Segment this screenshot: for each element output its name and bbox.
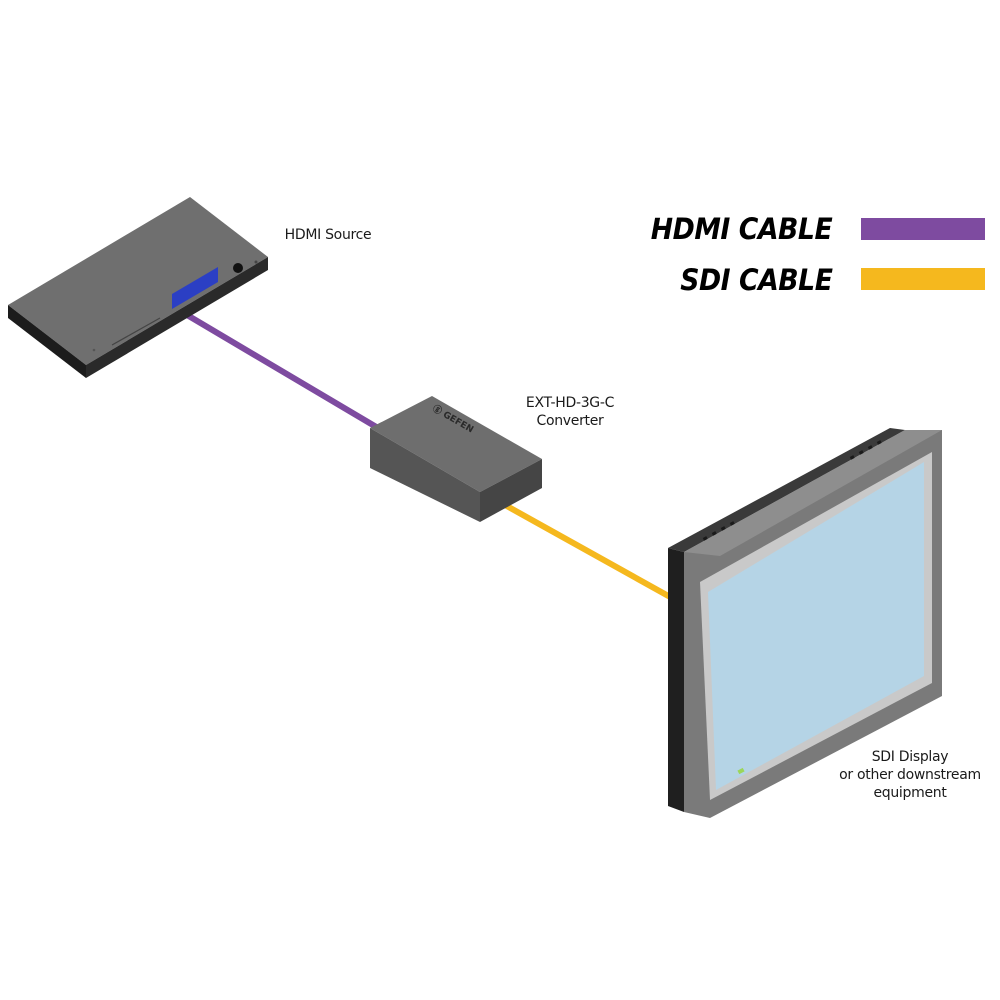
legend-hdmi-swatch: [861, 218, 985, 240]
display-label-line1: SDI Display: [871, 749, 949, 765]
legend-hdmi-label: HDMI CABLE: [650, 212, 833, 246]
display-label-line3: equipment: [873, 785, 947, 801]
display-screen: [708, 462, 924, 790]
converter-model: EXT-HD-3G-C: [525, 395, 615, 411]
source-display-panel: [172, 267, 218, 309]
sdi-cable: [502, 502, 675, 601]
hdmi-cable: [179, 309, 381, 431]
converter-label: EXT-HD-3G-C Converter: [500, 394, 640, 430]
legend-sdi-label: SDI CABLE: [679, 263, 833, 297]
legend-sdi-swatch: [861, 268, 985, 290]
display-label: SDI Display or other downstream equipmen…: [820, 748, 1000, 802]
converter-type: Converter: [536, 413, 604, 429]
power-led: [737, 767, 745, 775]
hdmi-source-label: HDMI Source: [284, 227, 372, 243]
display-label-line2: or other downstream: [839, 767, 981, 783]
sdi-display-device: [668, 428, 942, 818]
hdmi-source-device: [8, 197, 268, 378]
